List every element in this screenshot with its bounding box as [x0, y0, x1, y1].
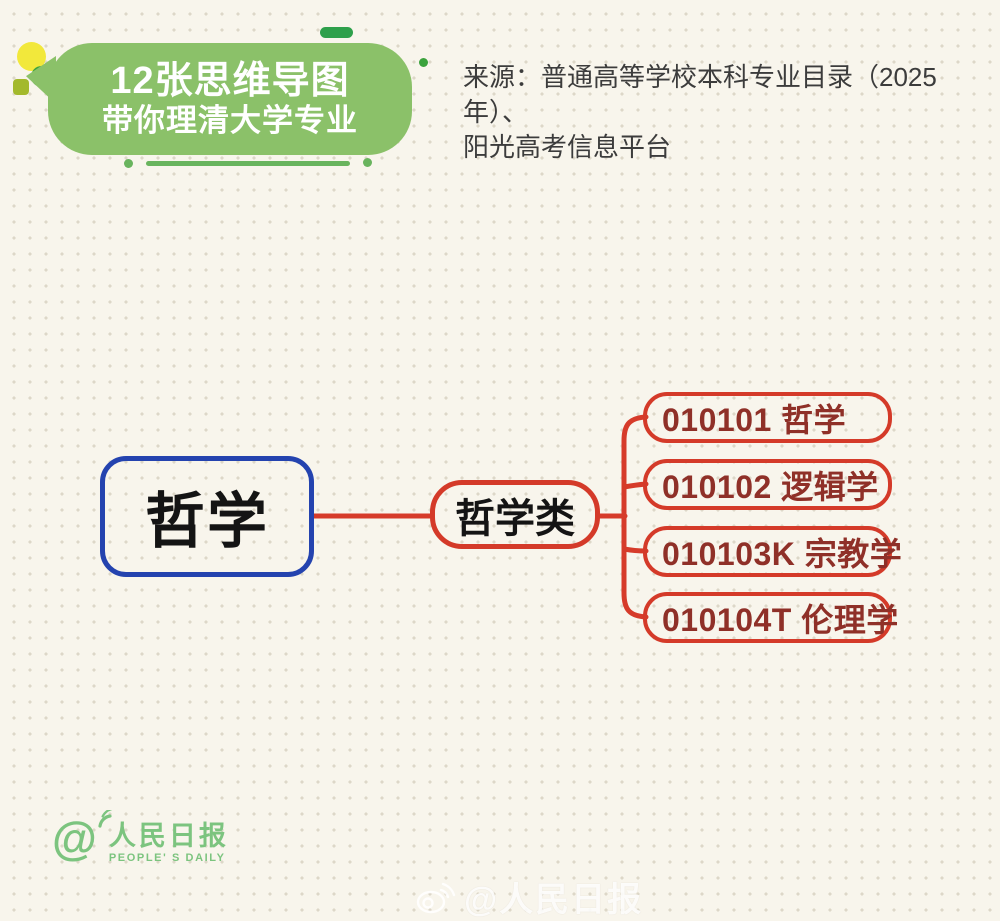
- connector-trunk-and-outer-branches: [621, 414, 649, 620]
- major-node-label: 010101 哲学: [662, 401, 847, 438]
- at-icon: @: [52, 812, 97, 864]
- mindmap-major-node: 010102 逻辑学: [643, 459, 892, 510]
- source-line2: 阳光高考信息平台: [463, 132, 672, 162]
- green-pill-decoration: [320, 27, 353, 38]
- mindmap-major-node: 010103K 宗教学: [643, 526, 902, 577]
- page-title-line2: 带你理清大学专业: [102, 103, 358, 138]
- root-node-label: 哲学: [145, 488, 269, 555]
- underline-bar: [146, 161, 350, 166]
- page-title-line1: 12张思维导图: [110, 60, 350, 102]
- underline-right-dot: [363, 158, 372, 167]
- header-title-bubble: 12张思维导图 带你理清大学专业: [48, 43, 412, 155]
- category-node-label: 哲学类: [455, 496, 575, 541]
- source-note: 来源：普通高等学校本科专业目录（2025年）、 阳光高考信息平台: [463, 60, 993, 165]
- mindmap-major-node: 010101 哲学: [643, 392, 892, 443]
- weibo-icon: [416, 882, 456, 913]
- signal-waves-icon: [98, 810, 113, 828]
- mindmap-root-node: 哲学: [100, 456, 314, 577]
- watermark-text: @人民日报: [464, 881, 644, 919]
- major-node-label: 010104T 伦理学: [662, 601, 899, 638]
- weibo-watermark: @人民日报: [414, 872, 643, 921]
- logo-english-name: PEOPLE' S DAILY: [108, 852, 226, 864]
- source-line1: 来源：普通高等学校本科专业目录（2025年）、: [463, 62, 937, 127]
- major-node-label: 010103K 宗教学: [662, 535, 903, 572]
- major-node-label: 010102 逻辑学: [662, 468, 879, 505]
- green-dot-decoration: [419, 58, 428, 67]
- olive-square-decoration: [13, 79, 29, 95]
- underline-left-dot: [124, 159, 133, 168]
- mindmap-category-node: 哲学类: [430, 480, 600, 549]
- peoples-daily-logo: @ 人民日报 PEOPLE' S DAILY: [52, 810, 229, 864]
- mindmap-major-node: 010104T 伦理学: [643, 592, 898, 643]
- logo-chinese-name: 人民日报: [108, 821, 229, 851]
